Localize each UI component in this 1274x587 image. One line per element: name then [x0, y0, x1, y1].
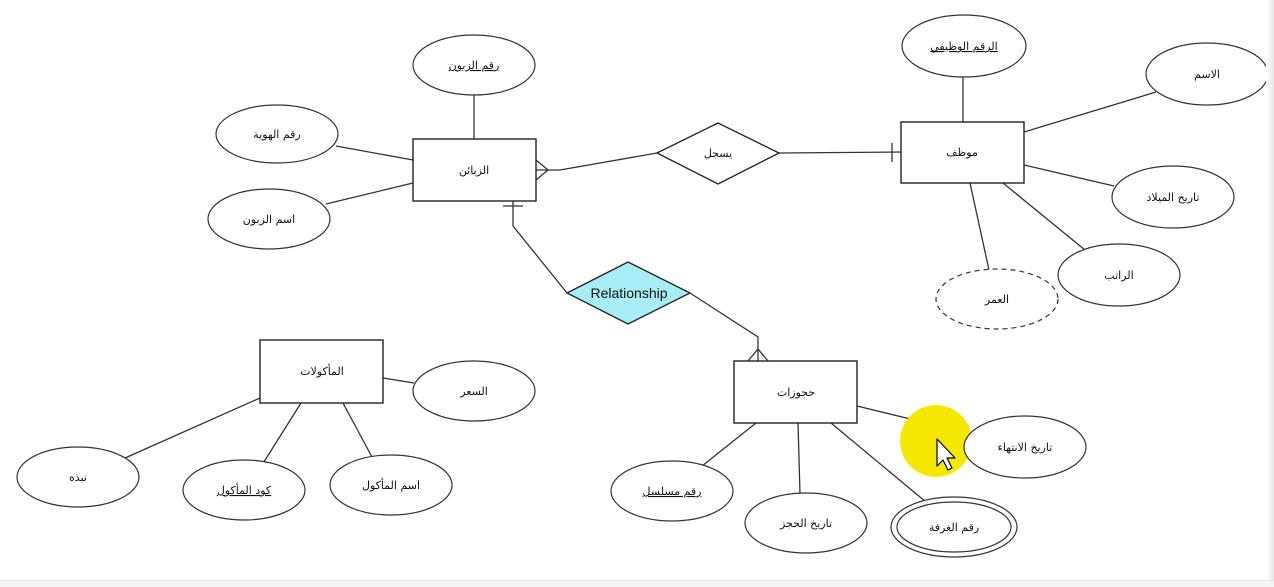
attr-id-number-label: رقم الهوية	[253, 128, 301, 141]
line-customers-registers	[536, 152, 658, 171]
attr-name-label: الاسم	[1194, 68, 1220, 81]
line-registers-employee	[778, 151, 902, 154]
attr-customer-name[interactable]: اسم الزبون	[207, 188, 331, 250]
attr-booking-date-label: تاريخ الحجز	[779, 517, 832, 530]
attr-employee-number-label: الرقم الوظيفي	[930, 40, 997, 53]
relationship-generic-label: Relationship	[590, 285, 667, 301]
entity-foods-label: المأكولات	[300, 363, 344, 378]
line-food-code	[261, 402, 302, 466]
line-customers-relationship	[512, 201, 568, 294]
attr-customer-number[interactable]: رقم الزبون	[412, 34, 536, 96]
line-booking-date	[797, 422, 801, 495]
attr-summary-label: نبذه	[69, 471, 87, 484]
attr-end-date[interactable]: تاريخ الانتهاء	[963, 415, 1087, 479]
attr-name[interactable]: الاسم	[1145, 42, 1269, 106]
attr-employee-number[interactable]: الرقم الوظيفي	[901, 14, 1027, 78]
attr-customer-number-label: رقم الزبون	[449, 59, 500, 72]
connector-lines	[124, 77, 1157, 503]
attr-salary-label: الراتب	[1104, 269, 1133, 282]
entity-reservations[interactable]: حجوزات	[733, 360, 858, 424]
line-food-name	[342, 402, 373, 458]
line-serial-number	[701, 422, 757, 467]
line-birth-date	[1023, 164, 1115, 187]
attr-price[interactable]: السعر	[412, 360, 536, 422]
attr-salary[interactable]: الراتب	[1057, 243, 1181, 307]
attr-food-name-label: اسم المأكول	[362, 477, 420, 492]
entity-customers-label: الزبائن	[459, 164, 489, 177]
attr-age-label: العمر	[984, 293, 1009, 306]
relationship-generic[interactable]: Relationship	[565, 261, 692, 325]
entity-reservations-label: حجوزات	[777, 386, 815, 399]
line-id-number	[335, 145, 414, 161]
attr-booking-date[interactable]: تاريخ الحجز	[744, 492, 868, 554]
relationship-registers[interactable]: يسجل	[655, 122, 781, 185]
line-summary	[124, 397, 261, 459]
window-right-edge	[1266, 0, 1274, 587]
cursor-highlight	[900, 405, 972, 477]
attr-food-code[interactable]: كود المأكول	[182, 459, 306, 521]
entity-customers[interactable]: الزبائن	[412, 138, 537, 202]
attr-age[interactable]: العمر	[935, 268, 1059, 330]
entity-employee-label: موظف	[946, 146, 978, 159]
line-room-number	[830, 422, 927, 503]
attr-serial-number[interactable]: رقم مسلسل	[610, 460, 734, 522]
attr-food-name[interactable]: اسم المأكول	[329, 454, 453, 516]
attr-summary[interactable]: نبذه	[16, 446, 140, 508]
attr-end-date-label: تاريخ الانتهاء	[998, 441, 1053, 454]
line-price	[382, 377, 415, 384]
line-salary	[1002, 182, 1086, 251]
attr-room-number-label: رقم الغرفة	[929, 521, 979, 534]
entity-foods[interactable]: المأكولات	[259, 339, 384, 404]
line-relationship-reservations	[689, 292, 759, 361]
crowsfoot-reservations-b	[757, 348, 769, 362]
attr-room-number[interactable]: رقم الغرفة	[890, 496, 1018, 558]
attr-serial-number-label: رقم مسلسل	[643, 485, 702, 498]
window-bottom-edge	[0, 580, 1274, 587]
attr-id-number[interactable]: رقم الهوية	[215, 104, 339, 164]
attr-birth-date-label: تاريخ الميلاد	[1147, 191, 1200, 204]
line-customer-name	[325, 182, 414, 205]
line-age	[969, 182, 990, 271]
attr-food-code-label: كود المأكول	[217, 482, 272, 497]
line-name	[1023, 91, 1157, 133]
relationship-registers-label: يسجل	[704, 147, 732, 160]
mouse-pointer-icon	[936, 438, 956, 471]
entity-employee[interactable]: موظف	[900, 121, 1025, 184]
attr-price-label: السعر	[459, 385, 488, 398]
crowsfoot-customers-b	[535, 169, 549, 181]
attr-customer-name-label: اسم الزبون	[243, 213, 295, 226]
crowsfoot-customers-a	[535, 159, 549, 171]
crowsfoot-reservations-a	[747, 348, 759, 362]
attr-birth-date[interactable]: تاريخ الميلاد	[1111, 165, 1235, 229]
